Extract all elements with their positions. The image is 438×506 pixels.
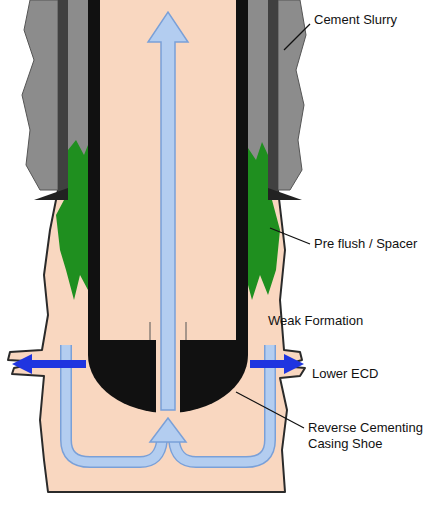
callout-label: Pre flush / Spacer bbox=[314, 236, 432, 252]
callout-label: Reverse Cementing Casing Shoe bbox=[308, 420, 432, 452]
loss-arrow-right bbox=[250, 354, 304, 374]
outer-casing-right bbox=[268, 0, 278, 195]
return-flow-arrow bbox=[148, 12, 188, 410]
shoe-port-edge bbox=[150, 322, 151, 340]
cement-slurry-outer-left bbox=[22, 0, 58, 190]
outer-casing-left bbox=[58, 0, 68, 195]
inner-casing-left bbox=[88, 0, 100, 345]
inner-casing-right bbox=[236, 0, 248, 345]
cement-slurry-outer-right bbox=[278, 0, 306, 190]
leader-line bbox=[270, 228, 310, 244]
leader-line bbox=[284, 24, 310, 50]
outer-shoe-left bbox=[34, 188, 68, 200]
loss-arrow-left bbox=[12, 354, 86, 374]
leader-line bbox=[236, 392, 304, 428]
flow-arrow-head bbox=[150, 418, 186, 442]
callout-label: Lower ECD bbox=[312, 366, 432, 382]
callout-label: Weak Formation bbox=[268, 313, 428, 329]
shoe-port-edge bbox=[186, 322, 187, 340]
outer-shoe-right bbox=[268, 188, 302, 200]
callout-label: Cement Slurry bbox=[314, 12, 432, 28]
